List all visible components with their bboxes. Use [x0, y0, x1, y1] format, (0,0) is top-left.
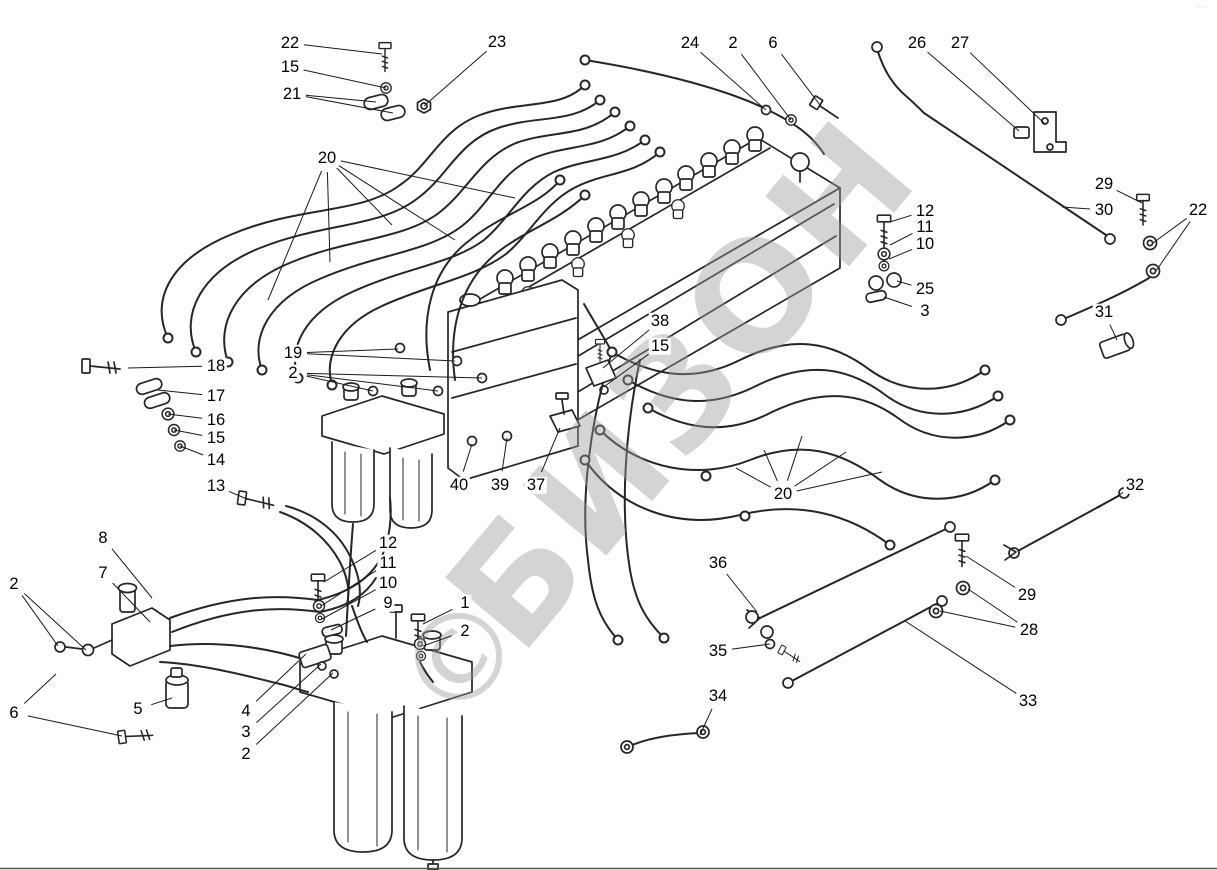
leader-line	[904, 620, 1017, 694]
center-brackets	[367, 338, 617, 447]
leader-line	[23, 593, 87, 651]
leader-line	[326, 171, 331, 263]
leader-line	[927, 51, 1020, 132]
leader-line	[157, 389, 203, 396]
leader-line	[604, 353, 649, 387]
leader-line	[423, 50, 487, 107]
leader-line	[256, 663, 322, 723]
leader-line	[781, 53, 821, 106]
leader-line	[896, 280, 912, 286]
leader-lines	[21, 44, 1191, 745]
leader-line	[179, 445, 204, 456]
left-hardware-column	[81, 358, 361, 607]
leader-line	[1155, 221, 1191, 272]
corner-mark: ···	[1197, 4, 1210, 11]
pipe-clamp-hardware-right	[865, 214, 902, 304]
leader-line	[323, 549, 377, 583]
leader-line	[602, 329, 650, 369]
rod-link-32	[1003, 487, 1130, 561]
lever-cylinder	[1098, 332, 1135, 359]
leader-line	[321, 589, 376, 620]
leader-line	[306, 353, 456, 362]
priming-pump-assembly	[54, 497, 392, 745]
leader-line	[27, 715, 123, 737]
fuel-line-fittings-top	[760, 95, 839, 126]
leader-line	[699, 708, 713, 736]
leader-line	[21, 595, 59, 647]
coarse-fuel-filter	[299, 604, 473, 870]
injection-pump-housing	[447, 279, 579, 481]
leader-line	[700, 51, 767, 111]
leader-line	[340, 160, 516, 199]
leader-line	[965, 555, 1016, 588]
leader-line	[255, 672, 334, 745]
leader-line	[112, 582, 151, 623]
leader-line	[888, 248, 913, 260]
leader-line	[23, 673, 57, 704]
leader-line	[969, 52, 1046, 125]
leader-line	[422, 608, 453, 625]
leader-line	[540, 427, 561, 473]
rod-link-33	[782, 595, 948, 689]
leader-line	[127, 365, 203, 369]
leader-line	[255, 653, 307, 702]
fine-fuel-filter	[321, 378, 445, 529]
leader-line	[889, 232, 913, 246]
leader-line	[462, 443, 473, 472]
leader-line	[336, 167, 393, 226]
leader-line	[111, 548, 153, 599]
leader-line	[1097, 491, 1124, 509]
leader-line	[763, 449, 778, 482]
leader-line	[731, 643, 771, 650]
leader-line	[939, 610, 1016, 628]
leader-line	[320, 570, 377, 607]
rod-link-36	[745, 521, 956, 665]
leader-line	[267, 170, 323, 301]
leader-line	[306, 372, 483, 379]
leader-line	[889, 214, 912, 223]
leader-line	[501, 437, 508, 472]
leader-line	[338, 165, 456, 241]
bolt-washers-bottom-right	[928, 533, 971, 619]
left-injection-pipes	[160, 54, 825, 391]
leader-line	[796, 471, 883, 492]
right-injection-pipes	[579, 303, 1016, 646]
leader-line	[1061, 206, 1091, 210]
leader-line	[735, 467, 771, 488]
leader-line	[228, 490, 248, 500]
leader-line	[305, 94, 377, 103]
top-left-hardware	[363, 41, 432, 122]
leader-line	[741, 53, 792, 121]
leader-line	[167, 413, 203, 419]
leader-line	[330, 608, 376, 631]
leader-line	[883, 296, 912, 307]
throttle-control-rod	[871, 41, 1161, 359]
leader-line	[306, 374, 439, 392]
leader-line	[726, 573, 758, 613]
leader-line	[422, 635, 452, 647]
leader-line	[1109, 324, 1118, 341]
leader-line	[1116, 189, 1143, 204]
leader-line	[303, 69, 387, 89]
leader-line	[786, 435, 803, 481]
leader-line	[306, 348, 399, 353]
rod-link-34	[620, 725, 710, 754]
leader-line	[967, 588, 1018, 623]
leader-line	[794, 451, 847, 487]
leader-line	[151, 697, 173, 706]
leader-line	[1152, 217, 1187, 244]
leader-line	[173, 429, 203, 436]
leader-line	[303, 44, 383, 55]
leader-line	[305, 96, 394, 114]
leader-line	[306, 375, 374, 392]
